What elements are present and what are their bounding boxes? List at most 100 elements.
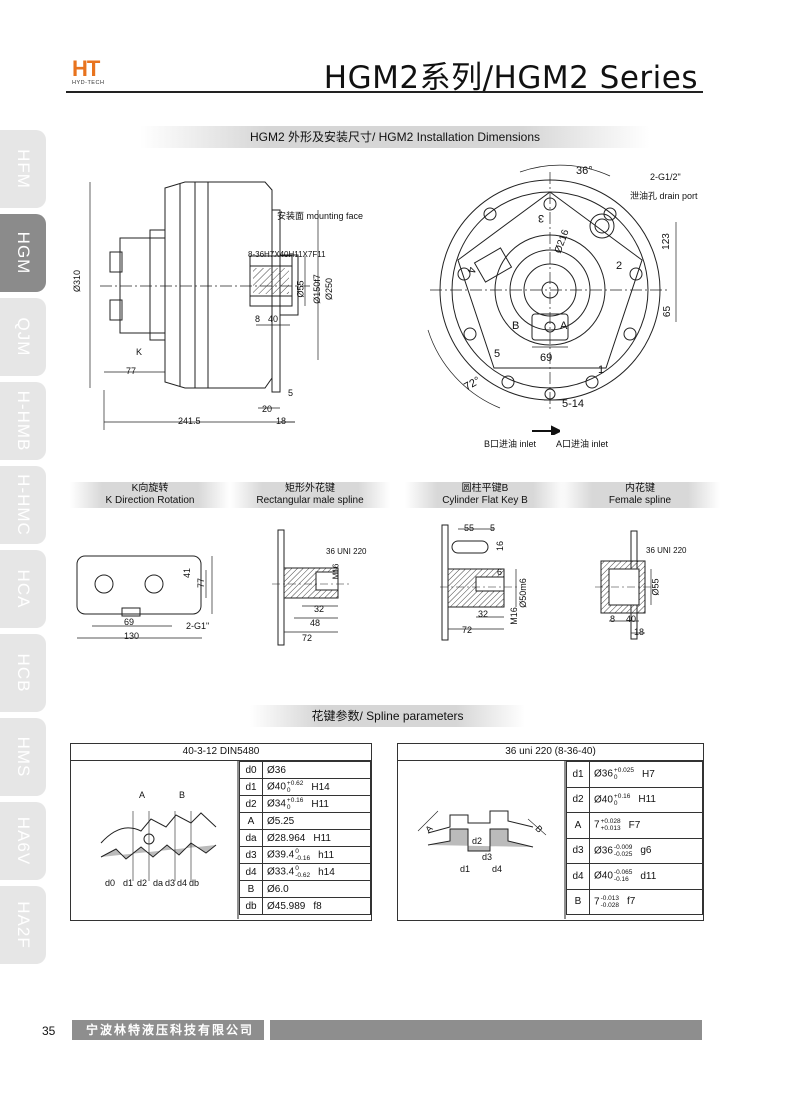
tol-upper: +0.028: [600, 818, 621, 826]
fig-label-d2: d2: [472, 836, 483, 846]
param-value: Ø36: [267, 764, 286, 776]
page-title: HGM2系列/HGM2 Series: [323, 60, 698, 96]
param-value: Ø33.4: [267, 866, 295, 878]
tab-h-hmb[interactable]: H-HMB: [0, 382, 46, 460]
tab-ha2f[interactable]: HA2F: [0, 886, 46, 964]
param-key: da: [239, 829, 263, 847]
fig-label-d2: d2: [137, 878, 148, 888]
tab-label: HA6V: [14, 816, 33, 866]
b-inlet-label: B口进油 inlet: [484, 439, 537, 449]
tab-hgm[interactable]: HGM: [0, 214, 46, 292]
param-row: d0 Ø36: [239, 761, 371, 779]
param-fit: h14: [318, 866, 335, 878]
param-fit: d11: [640, 870, 657, 882]
female-uni-label: 36 UNI 220: [646, 546, 687, 555]
detail-en: Rectangular male spline: [256, 495, 364, 506]
tol-upper: 0: [295, 865, 299, 872]
param-fit: f8: [313, 900, 322, 912]
tab-h-hmc[interactable]: H-HMC: [0, 466, 46, 544]
tab-label: HFM: [14, 149, 33, 189]
dim-55: 55: [464, 523, 475, 533]
tab-label: H-HMB: [14, 390, 33, 452]
tol-upper: +0.16: [286, 797, 304, 804]
tab-hms[interactable]: HMS: [0, 718, 46, 796]
a-inlet-label: A口进油 inlet: [556, 439, 609, 449]
dim-18: 18: [634, 627, 645, 637]
tol-lower: 0: [286, 804, 291, 811]
pos-3: 3: [538, 212, 545, 224]
param-fit: g6: [640, 845, 652, 857]
param-tolerance: -0.065-0.16: [614, 869, 632, 883]
tab-qjm[interactable]: QJM: [0, 298, 46, 376]
company-name: 宁波林特液压科技有限公司: [72, 1020, 264, 1040]
tab-label: HA2F: [14, 901, 33, 949]
dim-40: 40: [626, 614, 637, 624]
param-value: Ø40: [594, 794, 613, 806]
fig-label-d1: d1: [460, 864, 471, 874]
port-a-mark: A: [560, 320, 568, 332]
tol-lower: -0.16: [295, 855, 311, 862]
tol-lower: 0: [613, 799, 618, 807]
param-fit: H7: [641, 768, 655, 780]
dim-41: 41: [182, 567, 193, 579]
detail-banner-k: K向旋转 K Direction Rotation: [70, 482, 230, 508]
tab-hca[interactable]: HCA: [0, 550, 46, 628]
tab-ha6v[interactable]: HA6V: [0, 802, 46, 880]
dim-32: 32: [314, 604, 325, 614]
fig-label-da: da: [153, 878, 164, 888]
dim-241-5: 241.5: [178, 416, 201, 426]
tol-upper: -0.009: [613, 843, 633, 851]
company-logo: HT HYD-TECH: [72, 58, 120, 88]
param-key: d0: [239, 761, 263, 779]
param-key: A: [239, 812, 263, 830]
tol-upper: -0.065: [613, 869, 633, 877]
tol-upper: +0.025: [613, 767, 634, 775]
pos-1: 1: [598, 364, 605, 376]
tol-upper: +0.16: [613, 792, 631, 800]
param-value-cell: Ø5.25: [262, 812, 371, 830]
tol-upper: 0: [295, 848, 299, 855]
param-fit: H11: [311, 798, 329, 810]
detail-cn: 内花键: [625, 483, 655, 494]
dim-d50: Ø50m6: [517, 578, 528, 608]
tol-lower: -0.62: [295, 872, 311, 879]
dim-d150: Ø150f7: [311, 274, 322, 304]
param-fit: H14: [311, 781, 330, 793]
cyl-key-drawing: [440, 524, 520, 641]
port-b-mark: B: [512, 320, 520, 332]
param-tolerance: 0-0.16: [295, 848, 310, 862]
tab-hcb[interactable]: HCB: [0, 634, 46, 712]
logo-subtext: HYD-TECH: [72, 80, 105, 86]
dim-5-14: 5-14: [562, 398, 585, 410]
param-key: B: [239, 880, 263, 898]
param-key: A: [566, 812, 590, 839]
tol-lower: 0: [286, 787, 291, 794]
fig-label-d0: d0: [105, 878, 116, 888]
param-key: d2: [239, 795, 263, 813]
tab-hfm[interactable]: HFM: [0, 130, 46, 208]
param-tolerance: +0.028+0.013: [601, 818, 621, 832]
fig-label-d1: d1: [123, 878, 134, 888]
fig-label-b: B: [179, 790, 186, 800]
param-value: Ø36: [594, 845, 613, 857]
detail-banner-rect: 矩形外花键 Rectangular male spline: [230, 482, 390, 508]
